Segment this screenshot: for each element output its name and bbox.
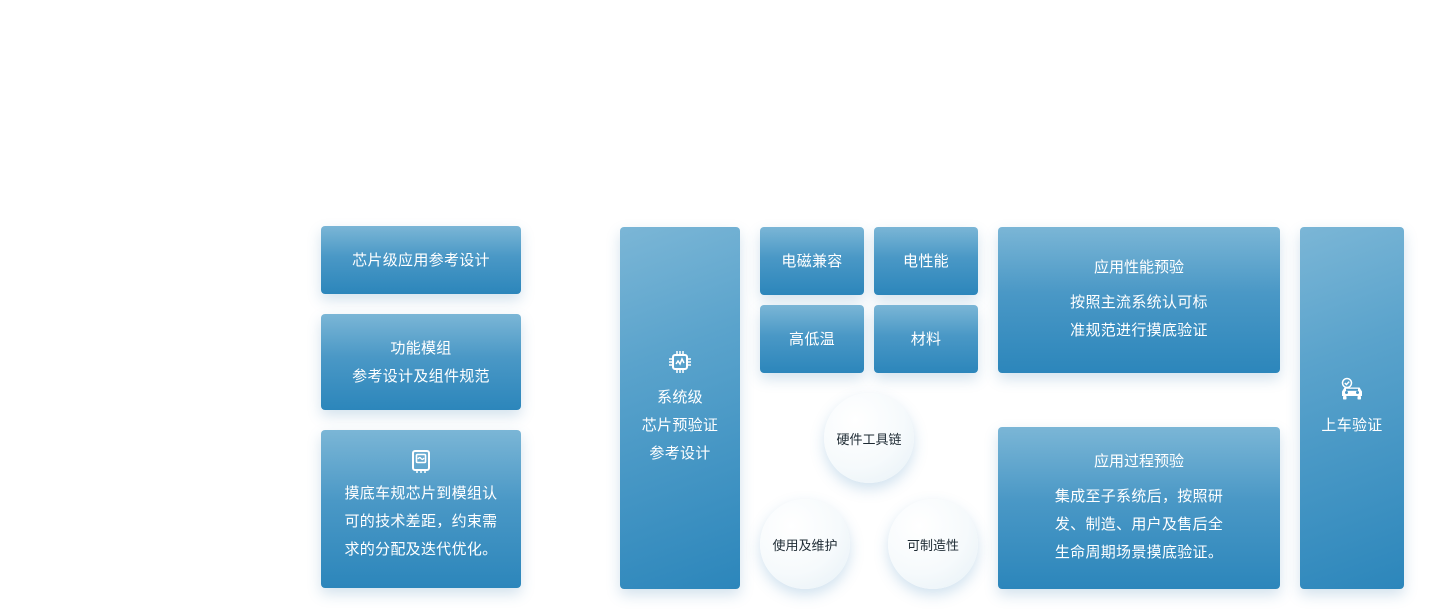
process-preverify-card: 应用过程预验 集成至子系统后，按照研 发、制造、用户及售后全 生命周期场景摸底验…: [998, 427, 1280, 589]
process-preverify-line3: 生命周期场景摸底验证。: [1054, 543, 1224, 561]
vehicle-verify-label: 上车验证: [1321, 416, 1383, 434]
system-level-line3: 参考设计: [649, 444, 711, 462]
vehicle-verify-card: 上车验证: [1300, 227, 1404, 589]
process-preverify-line1: 集成至子系统后，按照研: [1054, 487, 1224, 505]
gap-analysis-line1: 摸底车规芯片到模组认: [344, 484, 498, 502]
manufacturability-label: 可制造性: [906, 538, 959, 554]
manufacturability-circle: 可制造性: [888, 499, 978, 589]
chip-ref-design-card: 芯片级应用参考设计: [321, 226, 521, 294]
performance-preverify-line2: 准规范进行摸底验证: [1070, 321, 1208, 339]
toolchain-label: 硬件工具链: [836, 432, 902, 448]
temperature-tile: 高低温: [760, 305, 864, 373]
gap-analysis-card: 摸底车规芯片到模组认 可的技术差距，约束需 求的分配及迭代优化。: [321, 430, 521, 588]
material-label: 材料: [910, 330, 942, 348]
electrical-label: 电性能: [903, 252, 949, 270]
emc-label: 电磁兼容: [781, 252, 843, 270]
car-check-icon: [1341, 377, 1362, 400]
performance-preverify-title: 应用性能预验: [1093, 258, 1184, 276]
electrical-tile: 电性能: [874, 227, 978, 295]
module-ref-design-line2: 参考设计及组件规范: [352, 367, 490, 385]
temperature-label: 高低温: [789, 330, 835, 348]
module-ref-design-card: 功能模组 参考设计及组件规范: [321, 314, 521, 410]
system-level-line1: 系统级: [657, 388, 703, 406]
module-ref-design-line1: 功能模组: [390, 339, 452, 357]
process-preverify-line2: 发、制造、用户及售后全: [1054, 515, 1224, 533]
chip-board-icon: [412, 450, 430, 473]
emc-tile: 电磁兼容: [760, 227, 864, 295]
system-level-line2: 芯片预验证: [641, 416, 719, 434]
performance-preverify-line1: 按照主流系统认可标: [1070, 293, 1208, 311]
system-level-card: 系统级 芯片预验证 参考设计: [620, 227, 740, 589]
toolchain-circle: 硬件工具链: [824, 393, 914, 483]
maintenance-label: 使用及维护: [772, 538, 838, 554]
gap-analysis-line2: 可的技术差距，约束需: [344, 512, 498, 530]
maintenance-circle: 使用及维护: [760, 499, 850, 589]
chip-ref-design-label: 芯片级应用参考设计: [352, 251, 490, 269]
chip-icon: [669, 351, 691, 373]
gap-analysis-line3: 求的分配及迭代优化。: [344, 540, 498, 558]
performance-preverify-card: 应用性能预验 按照主流系统认可标 准规范进行摸底验证: [998, 227, 1280, 373]
process-preverify-title: 应用过程预验: [1093, 452, 1184, 470]
material-tile: 材料: [874, 305, 978, 373]
